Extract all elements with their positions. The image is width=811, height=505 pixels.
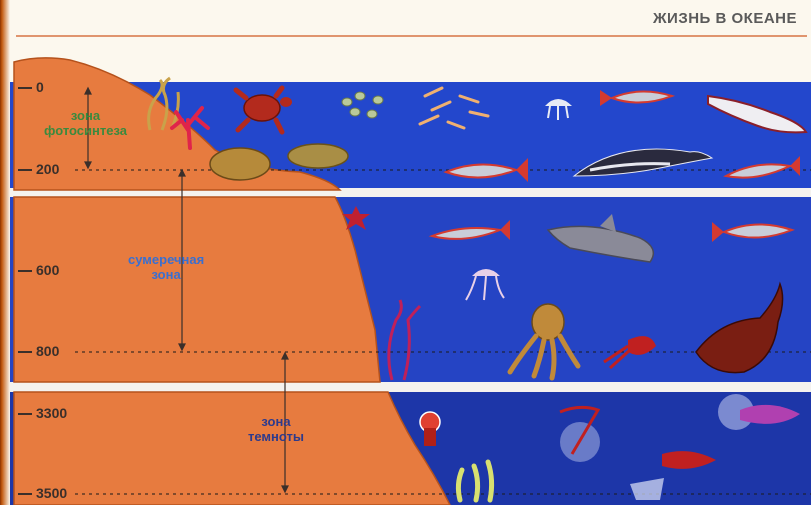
- depth-label: 200: [36, 161, 59, 177]
- zone-label-dark: зона темноты: [248, 414, 304, 444]
- zone-label-photosynthesis: зона фотосинтеза: [44, 108, 127, 138]
- zone-label-line: зона: [248, 414, 304, 429]
- depth-label: 3500: [36, 485, 67, 501]
- separator-2: [10, 382, 811, 392]
- zone-label-line: фотосинтеза: [44, 123, 127, 138]
- slope-bottom: [14, 392, 450, 505]
- zone-label-line: темноты: [248, 429, 304, 444]
- zone-label-line: зона: [128, 267, 204, 282]
- depth-label: 3300: [36, 405, 67, 421]
- depth-label: 0: [36, 79, 44, 95]
- zone-label-line: зона: [44, 108, 127, 123]
- depth-label: 800: [36, 343, 59, 359]
- depth-label: 600: [36, 262, 59, 278]
- slope-middle: [14, 197, 380, 382]
- zone-label-line: сумеречная: [128, 252, 204, 267]
- zone-label-twilight: сумеречная зона: [128, 252, 204, 282]
